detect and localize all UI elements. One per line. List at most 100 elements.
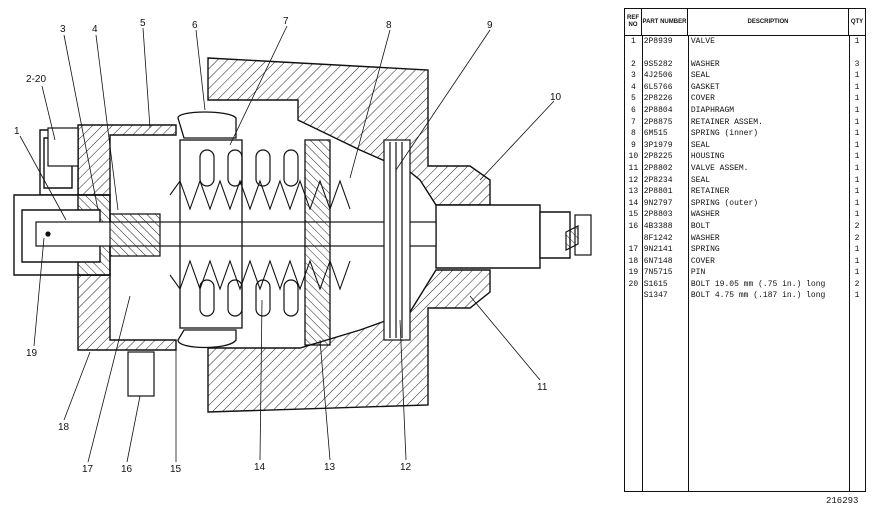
callout-18: 18 — [58, 422, 70, 433]
callout-11: 11 — [537, 382, 548, 393]
row-qty: 1 — [854, 37, 860, 46]
callout-2-20: 2-20 — [26, 74, 46, 85]
row-ref — [625, 290, 642, 302]
row-description: VALVE — [690, 37, 715, 46]
callout-19: 19 — [26, 348, 38, 359]
row-description: RETAINER — [690, 187, 730, 197]
row-ref: 19 — [628, 268, 639, 278]
table-row: 8F1242 WASHER 2 — [625, 233, 865, 245]
row-part-number: 9N2141 — [643, 245, 673, 255]
callout-4: 4 — [92, 24, 98, 35]
bolts — [47, 127, 155, 397]
row-ref: 10 — [628, 152, 639, 162]
header-description: DESCRIPTION — [688, 9, 849, 35]
row-qty: 1 — [854, 210, 860, 220]
row-ref: 9 — [630, 140, 636, 150]
row-ref: 3 — [630, 71, 636, 81]
row-part-number: 2P8802 — [643, 163, 673, 173]
callout-17: 17 — [82, 464, 94, 475]
row-description: BOLT 19.05 mm (.75 in.) long — [690, 279, 826, 289]
row-ref: 5 — [630, 94, 636, 104]
row-description: VALVE ASSEM. — [690, 163, 749, 173]
drawing-number: 216293 — [826, 496, 859, 506]
callout-9: 9 — [487, 20, 493, 31]
diaphragm — [177, 111, 243, 349]
header-ref-no: REF NO — [625, 9, 642, 35]
callout-7: 7 — [283, 16, 289, 27]
row-description: SEAL — [690, 71, 711, 81]
row-part-number: 6N7148 — [643, 256, 673, 266]
callout-15: 15 — [170, 464, 182, 475]
row-qty: 1 — [854, 268, 860, 278]
row-description: SPRING (inner) — [690, 129, 759, 139]
housing — [207, 57, 571, 413]
row-description: SEAL — [690, 140, 711, 150]
row-part-number: 8F1242 — [643, 233, 673, 243]
row-description: WASHER — [690, 59, 720, 69]
header-qty: QTY — [850, 18, 864, 25]
row-description: RETAINER ASSEM. — [690, 117, 763, 127]
row-qty: 3 — [854, 59, 860, 69]
callout-3: 3 — [60, 24, 66, 35]
row-description: SPRING (outer) — [690, 198, 759, 208]
column-divider — [688, 36, 689, 491]
row-qty: 1 — [854, 105, 860, 115]
row-qty: 1 — [854, 163, 860, 173]
row-qty: 2 — [854, 279, 860, 289]
callout-13: 13 — [324, 462, 336, 473]
outer-spring — [199, 149, 299, 317]
row-description: WASHER — [690, 210, 720, 220]
row-ref: 1 — [630, 37, 636, 46]
callout-5: 5 — [140, 18, 146, 29]
row-part-number: 2P8803 — [643, 210, 673, 220]
row-ref: 16 — [628, 221, 639, 231]
row-part-number: 2P8801 — [643, 187, 673, 197]
row-part-number: 9S5282 — [643, 59, 673, 69]
row-part-number: 6L5766 — [643, 82, 673, 92]
row-qty: 2 — [854, 233, 860, 243]
row-ref: 12 — [628, 175, 639, 185]
outlet-plug — [565, 214, 592, 256]
row-description: SEAL — [690, 175, 711, 185]
row-part-number: 4B3388 — [643, 221, 673, 231]
retainer — [304, 139, 331, 346]
row-part-number: 6M515 — [643, 129, 668, 139]
row-description: GASKET — [690, 82, 720, 92]
row-part-number: 2P8804 — [643, 105, 673, 115]
row-description: BOLT — [690, 221, 711, 231]
row-qty: 1 — [854, 245, 860, 255]
row-part-number: 2P8226 — [643, 94, 673, 104]
row-qty: 1 — [854, 291, 860, 301]
row-qty: 1 — [854, 175, 860, 185]
callout-6: 6 — [192, 20, 198, 31]
row-ref: 7 — [630, 117, 636, 127]
valve-stem — [35, 213, 437, 257]
callout-10: 10 — [550, 92, 562, 103]
row-description: WASHER — [690, 233, 720, 243]
valve-cross-section-drawing: 1 2-20 3 4 5 6 7 8 9 10 11 12 13 14 15 1… — [13, 16, 592, 475]
row-qty: 1 — [854, 256, 860, 266]
row-ref: 2 — [630, 59, 636, 69]
row-description: SPRING — [690, 245, 720, 255]
row-qty: 1 — [854, 129, 860, 139]
row-part-number: S1347 — [643, 291, 668, 301]
row-ref: 17 — [628, 245, 639, 255]
row-qty: 2 — [854, 221, 860, 231]
callout-1: 1 — [14, 126, 20, 137]
row-part-number: S1615 — [643, 279, 668, 289]
row-qty: 1 — [854, 82, 860, 92]
